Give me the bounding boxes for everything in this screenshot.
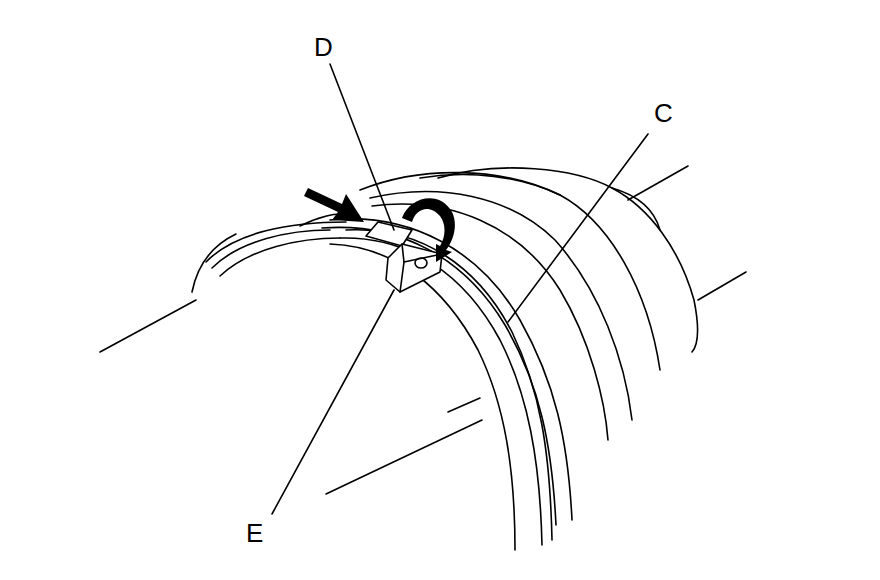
leader-line: [272, 290, 394, 514]
shaft-line: [100, 300, 196, 352]
callout-letter: C: [654, 100, 673, 126]
boot-ring: [192, 234, 236, 292]
boot-convolution: [370, 192, 632, 420]
clamp-buckle: [400, 262, 404, 292]
clamp-tab: [366, 222, 412, 246]
clamp-buckle: [386, 244, 442, 292]
boot-ring: [340, 238, 542, 545]
shaft-line: [326, 420, 482, 494]
fold-arrow: [402, 198, 455, 262]
shaft-line: [698, 272, 746, 300]
boot-ring: [220, 238, 340, 276]
boot-ring: [330, 244, 515, 550]
shaft-line: [628, 166, 688, 200]
leader-line: [508, 134, 648, 322]
boot-ring: [346, 230, 552, 540]
callout-letter: D: [314, 34, 333, 60]
boot-ring: [212, 230, 330, 268]
boot-outline: [438, 168, 698, 352]
boot-convolution: [360, 173, 660, 370]
buckle-hole: [415, 258, 427, 268]
band-clamp: [322, 227, 556, 525]
shaft-line: [448, 398, 480, 412]
boot-outline: [612, 188, 660, 230]
callout-letter: E: [246, 520, 263, 546]
push-arrow: [304, 188, 364, 222]
